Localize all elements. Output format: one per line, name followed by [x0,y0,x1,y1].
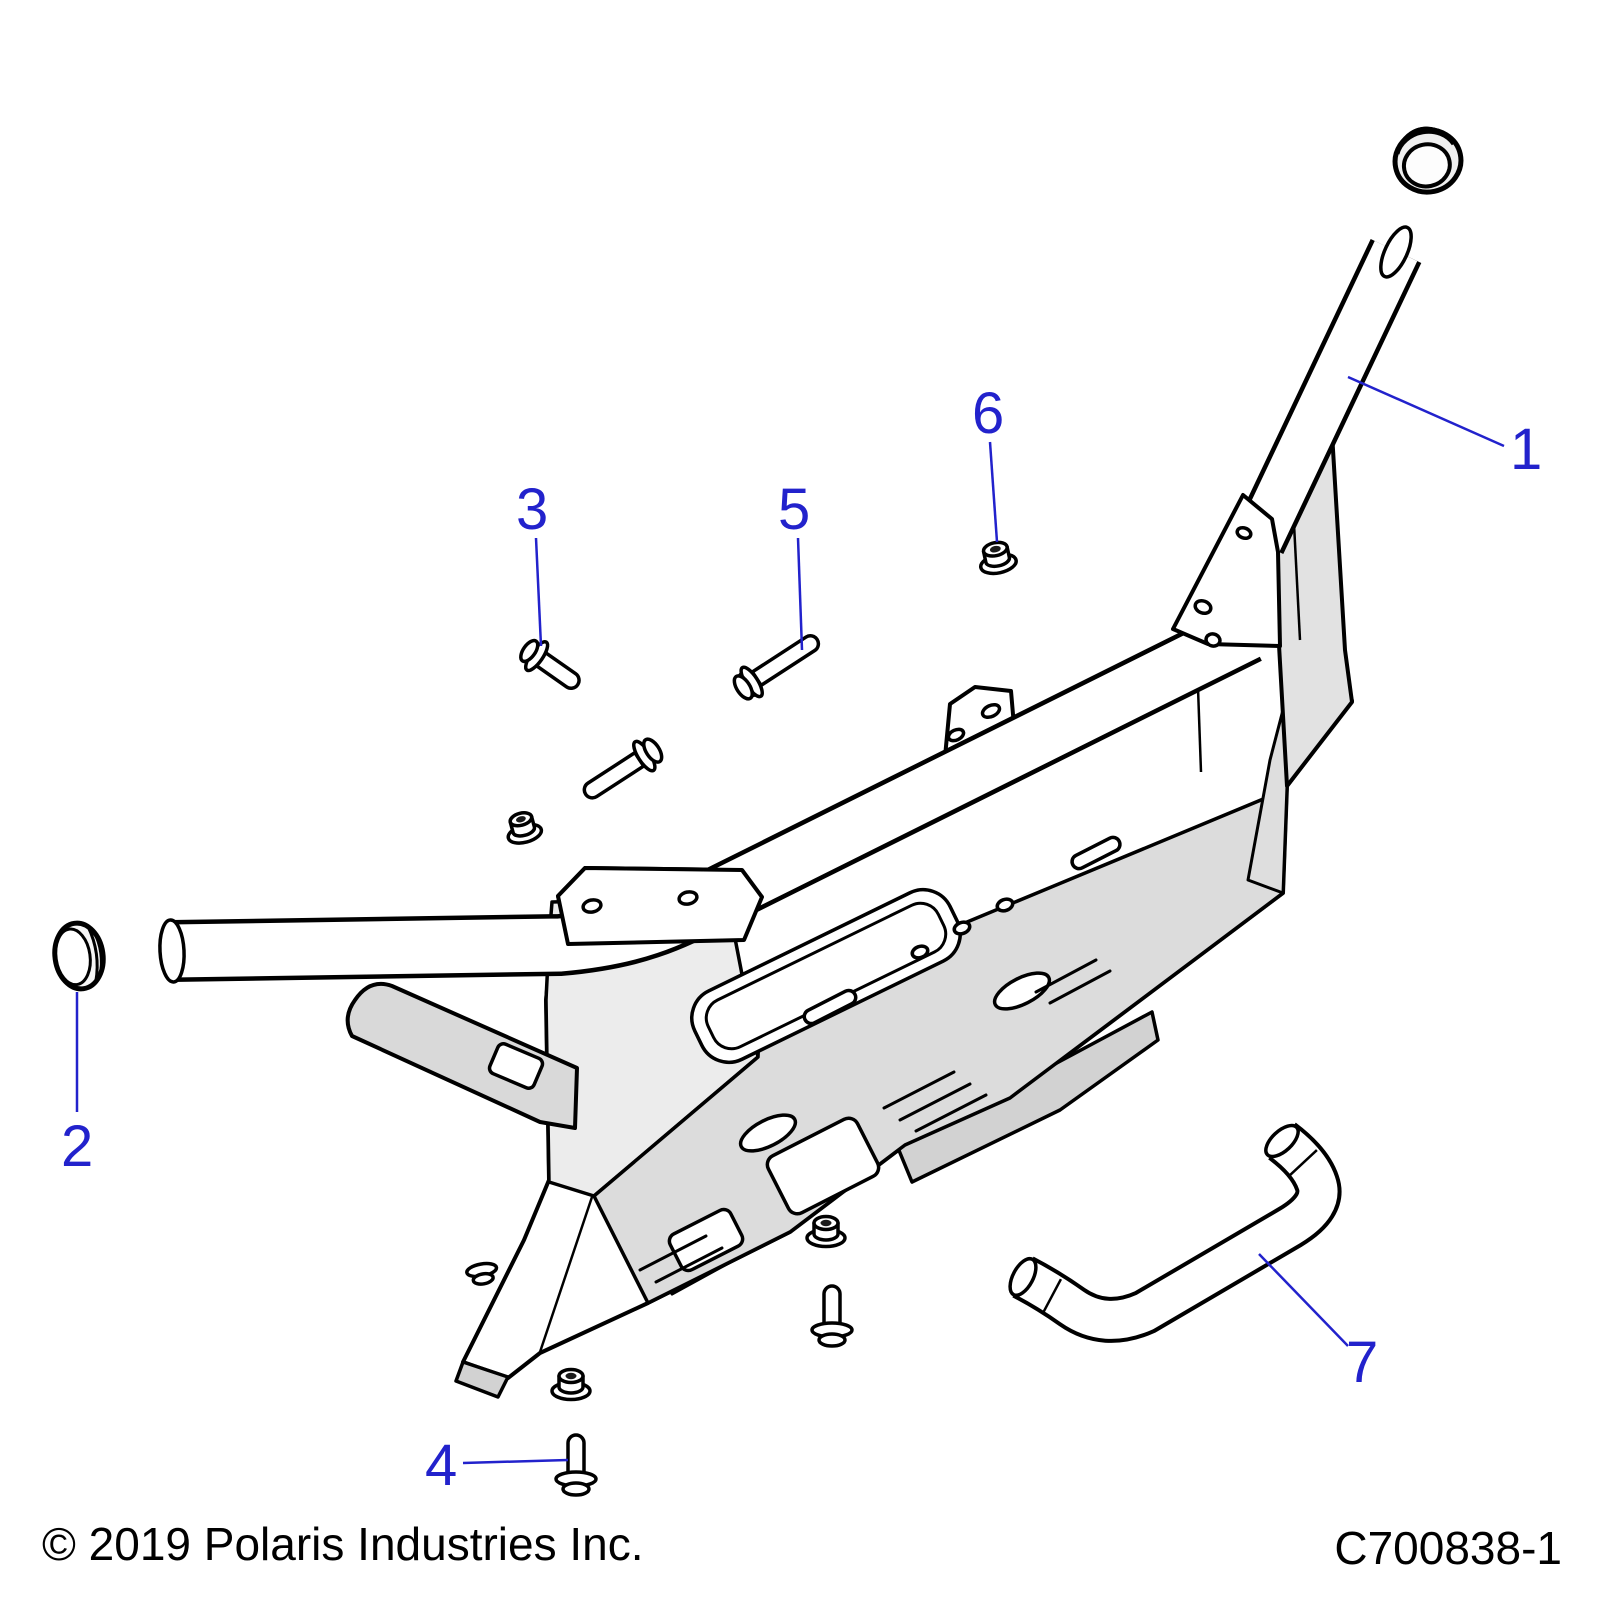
bolt-part-5-duplicate [582,737,664,800]
band-holes [910,897,1015,960]
nut-part-6 [978,540,1018,576]
tube-end-cap-top [1392,126,1464,195]
leader-line-6 [988,441,999,543]
oval-hole-left [738,1113,798,1153]
callout-2-label: 2 [61,1114,93,1179]
callout-1: 1 [1347,375,1542,482]
leader-line-5 [796,537,804,651]
lower-opening-large [765,1116,881,1216]
callout-2: 2 [61,992,93,1179]
bolt-part-3 [519,638,581,690]
flange-nut-lower-left [550,1367,592,1402]
callout-6-label: 6 [972,381,1004,446]
flange-nut-lower-right [805,1214,847,1249]
hidden-bolt [465,1261,499,1286]
callout-3: 3 [516,477,548,647]
part-code-text: C700838-1 [1334,1522,1562,1574]
leader-line-7 [1258,1253,1349,1347]
shading-hatches [638,958,1112,1296]
callout-1-label: 1 [1510,417,1542,482]
callout-6: 6 [972,381,1004,543]
flange-nut-left [506,811,544,845]
left-support-brace [345,981,579,1130]
band-slot-left [802,988,858,1026]
bolt-part-4-duplicate [810,1284,854,1348]
callout-4-label: 4 [425,1433,457,1498]
callout-4: 4 [425,1433,569,1498]
callout-3-label: 3 [516,477,548,542]
leader-line-3 [534,537,543,647]
callout-5: 5 [778,477,810,651]
callout-7: 7 [1258,1253,1378,1395]
oval-hole-right [992,971,1052,1011]
top-mount-plate [556,866,764,946]
leader-line-1 [1347,375,1505,448]
bolt-part-5 [732,634,821,701]
lower-opening-small [667,1207,745,1273]
tube-end-cap-part-2 [52,920,106,992]
callout-5-label: 5 [778,477,810,542]
bent-tube-part-7 [1008,1122,1342,1343]
brace-notch [487,1042,545,1090]
upper-tube-segment [1232,225,1422,554]
foot-pad [454,1360,510,1399]
copyright-text: © 2019 Polaris Industries Inc. [42,1518,644,1570]
band-slot-right [1070,835,1122,871]
leader-line-4 [462,1458,569,1465]
gusset-plate [1171,493,1282,648]
bumper-weldment-part-1 [145,225,1422,1399]
leg-edge-line [538,1196,594,1353]
crease-line [1196,687,1203,773]
lower-skid-lip [896,1010,1160,1184]
callout-7-label: 7 [1346,1330,1378,1395]
bolt-part-4 [554,1433,598,1497]
